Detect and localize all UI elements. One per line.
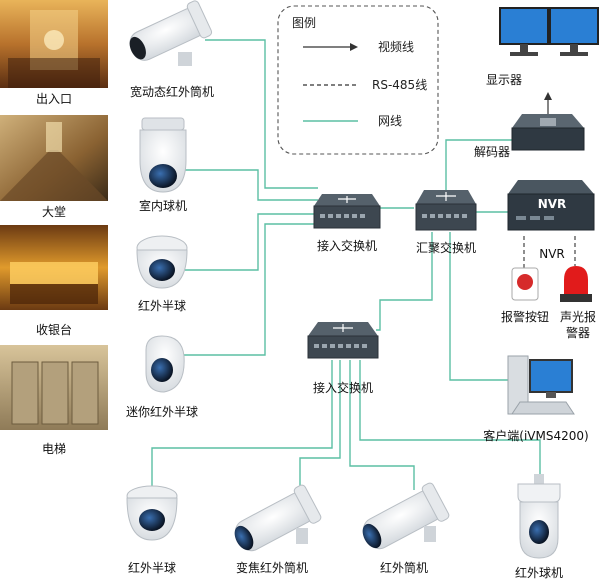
access-switch-1-label: 接入交换机 bbox=[317, 238, 377, 253]
display-monitors: 显示器 bbox=[486, 7, 599, 87]
location-lobby: 大堂 bbox=[0, 115, 108, 219]
switch-arrows-icon bbox=[333, 324, 353, 332]
wdr-ir-bullet-label: 宽动态红外筒机 bbox=[130, 84, 214, 99]
ir-speed-dome-label: 红外球机 bbox=[515, 565, 563, 580]
bottom-ir-half-dome-label: 红外半球 bbox=[128, 560, 176, 575]
decoder-label: 解码器 bbox=[474, 145, 510, 159]
mini-ir-half-dome-camera: 迷你红外半球 bbox=[126, 335, 198, 419]
entrance-label: 出入口 bbox=[36, 92, 72, 106]
mini-ir-half-dome-label: 迷你红外半球 bbox=[126, 404, 198, 419]
nvr-device: NVR NVR bbox=[507, 180, 595, 261]
legend-title: 图例 bbox=[292, 16, 316, 30]
network-lines bbox=[151, 39, 541, 492]
wdr-ir-bullet-camera: 宽动态红外筒机 bbox=[129, 0, 214, 99]
bottom-ir-bullet-camera: 红外筒机 bbox=[362, 482, 450, 575]
ir-speed-dome-camera: 红外球机 bbox=[515, 474, 563, 580]
location-elevator: 电梯 bbox=[0, 345, 108, 456]
siren-device: 声光报 警器 bbox=[560, 266, 596, 340]
legend: 图例 视频线 RS-485线 网线 bbox=[277, 5, 439, 155]
legend-rs485-label: RS-485线 bbox=[372, 78, 427, 92]
line-access2-halfdome bbox=[151, 360, 333, 488]
indoor-dome-label: 室内球机 bbox=[139, 198, 187, 213]
varifocal-ir-bullet-camera: 变焦红外筒机 bbox=[234, 484, 322, 575]
bottom-ir-bullet-label: 红外筒机 bbox=[380, 560, 428, 575]
alarm-button-device: 报警按钮 bbox=[501, 267, 549, 324]
cashier-label: 收银台 bbox=[36, 322, 72, 337]
siren-label-line1: 声光报 bbox=[560, 309, 596, 324]
location-cashier: 收银台 bbox=[0, 225, 108, 337]
line-access2-bullet bbox=[349, 360, 415, 490]
switch-arrows-icon bbox=[338, 196, 356, 203]
client-workstation: 客户端(iVMS4200) bbox=[483, 355, 589, 443]
access-switch-1: 接入交换机 bbox=[313, 194, 381, 253]
ir-half-dome-camera: 红外半球 bbox=[136, 235, 188, 313]
video-line-decoder-monitor bbox=[544, 92, 552, 116]
aggregation-switch: 汇聚交换机 bbox=[415, 190, 477, 255]
switch-arrows-icon bbox=[436, 192, 456, 201]
line-agg-client bbox=[449, 232, 518, 381]
nvr-label: NVR bbox=[539, 247, 565, 261]
access-switch-2: 接入交换机 bbox=[307, 322, 379, 395]
indoor-dome-camera: 室内球机 bbox=[139, 117, 187, 213]
legend-video-label: 视频线 bbox=[378, 39, 414, 54]
line-access2-speeddome bbox=[359, 360, 541, 474]
elevator-label: 电梯 bbox=[42, 442, 66, 456]
rs485-lines bbox=[523, 236, 576, 268]
siren-icon bbox=[564, 266, 588, 294]
alarm-button-label: 报警按钮 bbox=[501, 309, 549, 324]
varifocal-ir-bullet-label: 变焦红外筒机 bbox=[236, 560, 308, 575]
line-ir-half-dome bbox=[185, 213, 318, 271]
legend-border bbox=[277, 5, 439, 155]
bottom-ir-half-dome-camera: 红外半球 bbox=[126, 485, 178, 575]
decoder-device: 解码器 bbox=[474, 114, 585, 159]
alarm-button-icon bbox=[517, 274, 533, 290]
client-label: 客户端(iVMS4200) bbox=[483, 428, 588, 443]
legend-arrow-icon bbox=[350, 43, 358, 51]
line-wdr-bullet bbox=[205, 39, 318, 189]
lobby-label: 大堂 bbox=[42, 205, 66, 219]
access-switch-2-label: 接入交换机 bbox=[313, 380, 373, 395]
display-label: 显示器 bbox=[486, 73, 522, 87]
line-indoor-dome bbox=[182, 169, 318, 201]
line-mini-half-dome bbox=[182, 223, 318, 356]
legend-network-label: 网线 bbox=[378, 114, 402, 128]
ir-half-dome-label: 红外半球 bbox=[138, 298, 186, 313]
nvr-faceplate-text: NVR bbox=[538, 197, 567, 211]
line-agg-access2 bbox=[376, 232, 433, 331]
siren-label-line2: 警器 bbox=[566, 325, 590, 340]
location-entrance: 出入口 bbox=[0, 0, 108, 106]
aggregation-switch-label: 汇聚交换机 bbox=[416, 240, 476, 255]
line-agg-decoder bbox=[445, 139, 512, 192]
line-access2-varifocal bbox=[299, 360, 341, 492]
